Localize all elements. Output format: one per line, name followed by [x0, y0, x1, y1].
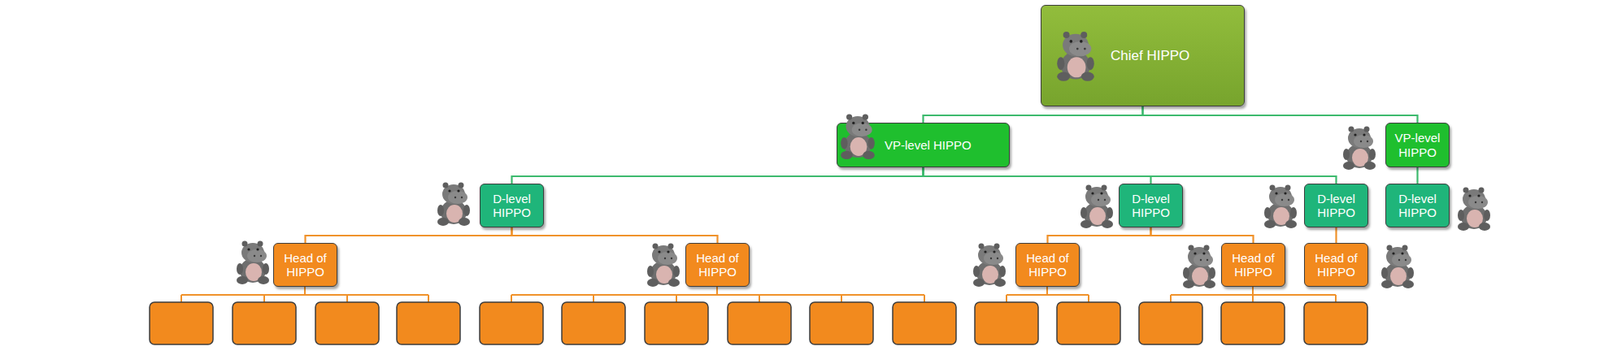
org-connector	[1047, 227, 1152, 244]
node-label: D-level HIPPO	[484, 191, 540, 221]
node-label: VP-level HIPPO	[884, 138, 972, 153]
hippo-icon	[1457, 187, 1491, 232]
head-box: Head of HIPPO	[273, 243, 338, 287]
org-connector	[305, 227, 513, 244]
hippo-icon	[1264, 185, 1297, 230]
org-connector	[512, 227, 718, 244]
director-box: D-level HIPPO	[1118, 183, 1183, 228]
org-connector	[1151, 227, 1254, 244]
connectors	[305, 106, 1418, 244]
node-label: Head of HIPPO	[1020, 251, 1075, 280]
org-connector	[1416, 167, 1418, 184]
node-label: D-level HIPPO	[1123, 191, 1179, 221]
director-box: D-level HIPPO	[479, 183, 544, 228]
hippo-icon	[1182, 245, 1216, 290]
director-box: D-level HIPPO	[1304, 183, 1369, 228]
hippo-icon	[236, 241, 270, 286]
node-label: VP-level HIPPO	[1390, 130, 1445, 160]
hippo-icon	[437, 182, 470, 227]
hippo-icon	[1080, 185, 1114, 230]
staff-lines	[181, 286, 1336, 303]
hippo-icon	[1381, 245, 1414, 290]
node-label: D-level HIPPO	[1390, 191, 1445, 221]
node-label: Head of HIPPO	[690, 251, 745, 280]
vp-box: VP-level HIPPO	[1385, 122, 1450, 168]
head-box: Head of HIPPO	[1304, 243, 1369, 287]
org-connector	[1334, 227, 1337, 244]
node-label: D-level HIPPO	[1308, 191, 1364, 221]
hippo-icon	[973, 243, 1006, 288]
staff-boxes	[149, 286, 1368, 345]
head-box: Head of HIPPO	[1015, 243, 1080, 287]
node-label: Head of HIPPO	[1226, 251, 1281, 280]
org-connector	[923, 167, 1337, 184]
vp-box: VP-level HIPPO	[836, 122, 1010, 168]
head-box: Head of HIPPO	[685, 243, 750, 287]
director-box: D-level HIPPO	[1385, 183, 1450, 228]
chief-box: Chief HIPPO	[1040, 4, 1245, 107]
node-label: Chief HIPPO	[1110, 47, 1190, 65]
hippo-icon	[1343, 126, 1376, 171]
node-label: Head of HIPPO	[278, 251, 333, 280]
head-box: Head of HIPPO	[1221, 243, 1286, 287]
node-label: Head of HIPPO	[1308, 251, 1364, 280]
org-connector	[512, 167, 924, 184]
hippo-icon	[647, 243, 680, 288]
org-connector	[923, 106, 1144, 123]
org-connector	[1143, 106, 1418, 123]
